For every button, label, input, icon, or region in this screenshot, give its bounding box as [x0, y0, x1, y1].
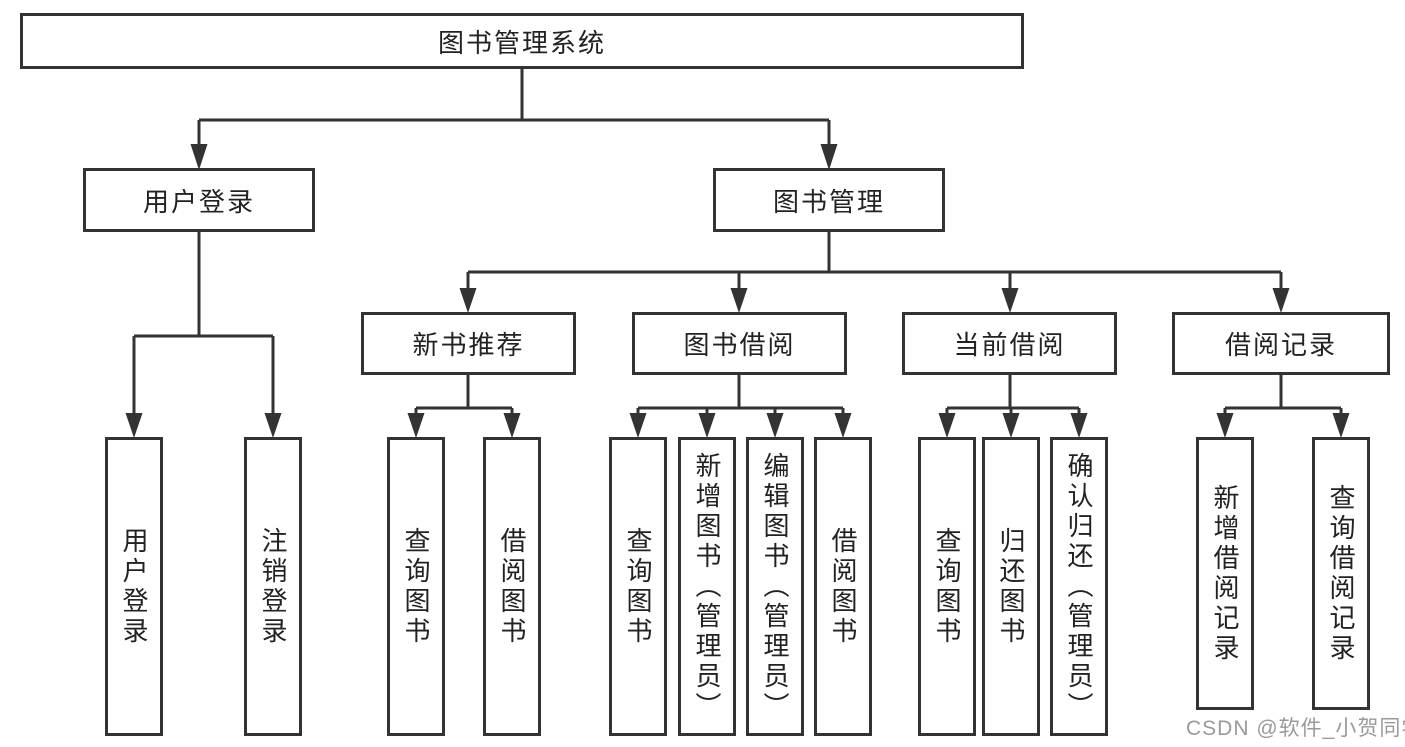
node-new-book-recommend: 新书推荐: [361, 312, 576, 375]
leaf-edit-book-admin: 编辑图书（管理员）: [746, 437, 804, 736]
node-label: 归还图书: [996, 526, 1026, 647]
connector-user-login: [125, 232, 282, 438]
node-label: 查询图书: [623, 526, 653, 647]
node-user-login: 用户登录: [83, 168, 315, 232]
leaf-return-books: 归还图书: [982, 437, 1040, 736]
leaf-logout-login: 注销登录: [244, 437, 302, 736]
leaf-borrow-books: 借阅图书: [814, 437, 872, 736]
connector-current-borrowing: [938, 375, 1088, 438]
node-label: 编辑图书（管理员）: [760, 451, 790, 722]
node-label: 用户登录: [142, 186, 255, 217]
leaf-add-book-admin: 新增图书（管理员）: [678, 437, 736, 736]
connector-new-book-recommend: [407, 375, 521, 438]
node-book-management: 图书管理: [713, 168, 945, 232]
node-label: 注销登录: [258, 526, 288, 647]
connector-root: [190, 69, 838, 170]
node-label: 查询图书: [401, 526, 431, 647]
leaf-borrow-books-recommend: 借阅图书: [483, 437, 541, 736]
node-label: 用户登录: [119, 526, 149, 647]
node-current-borrowing: 当前借阅: [902, 312, 1117, 375]
node-label: 查询图书: [932, 526, 962, 647]
leaf-user-login: 用户登录: [105, 437, 163, 736]
node-label: 查询借阅记录: [1326, 483, 1356, 664]
leaf-query-books-borrow: 查询图书: [609, 437, 667, 736]
node-label: 当前借阅: [953, 330, 1066, 360]
connector-book-borrowing: [629, 375, 852, 438]
node-label: 图书管理: [772, 186, 885, 217]
node-book-borrowing: 图书借阅: [632, 312, 847, 375]
node-label: 借阅图书: [497, 526, 527, 647]
leaf-query-books-recommend: 查询图书: [387, 437, 445, 736]
leaf-confirm-return-admin: 确认归还（管理员）: [1050, 437, 1108, 736]
node-library-system: 图书管理系统: [20, 13, 1024, 69]
node-label: 新书推荐: [412, 330, 525, 360]
leaf-add-borrow-record: 新增借阅记录: [1196, 437, 1254, 710]
node-label: 新增借阅记录: [1210, 483, 1240, 664]
node-label: 新增图书（管理员）: [692, 451, 722, 722]
node-label: 图书借阅: [683, 330, 796, 360]
watermark: CSDN @软件_小贺同学: [1186, 717, 1405, 740]
connector-borrowing-records: [1216, 375, 1350, 438]
node-label: 图书管理系统: [437, 27, 606, 58]
leaf-query-borrow-record: 查询借阅记录: [1312, 437, 1370, 710]
node-label: 确认归还（管理员）: [1064, 451, 1094, 722]
node-label: 借阅记录: [1224, 330, 1337, 360]
node-label: 借阅图书: [828, 526, 858, 647]
connector-book-management: [459, 232, 1290, 313]
node-borrowing-records: 借阅记录: [1172, 312, 1390, 375]
leaf-query-books-current: 查询图书: [918, 437, 976, 736]
